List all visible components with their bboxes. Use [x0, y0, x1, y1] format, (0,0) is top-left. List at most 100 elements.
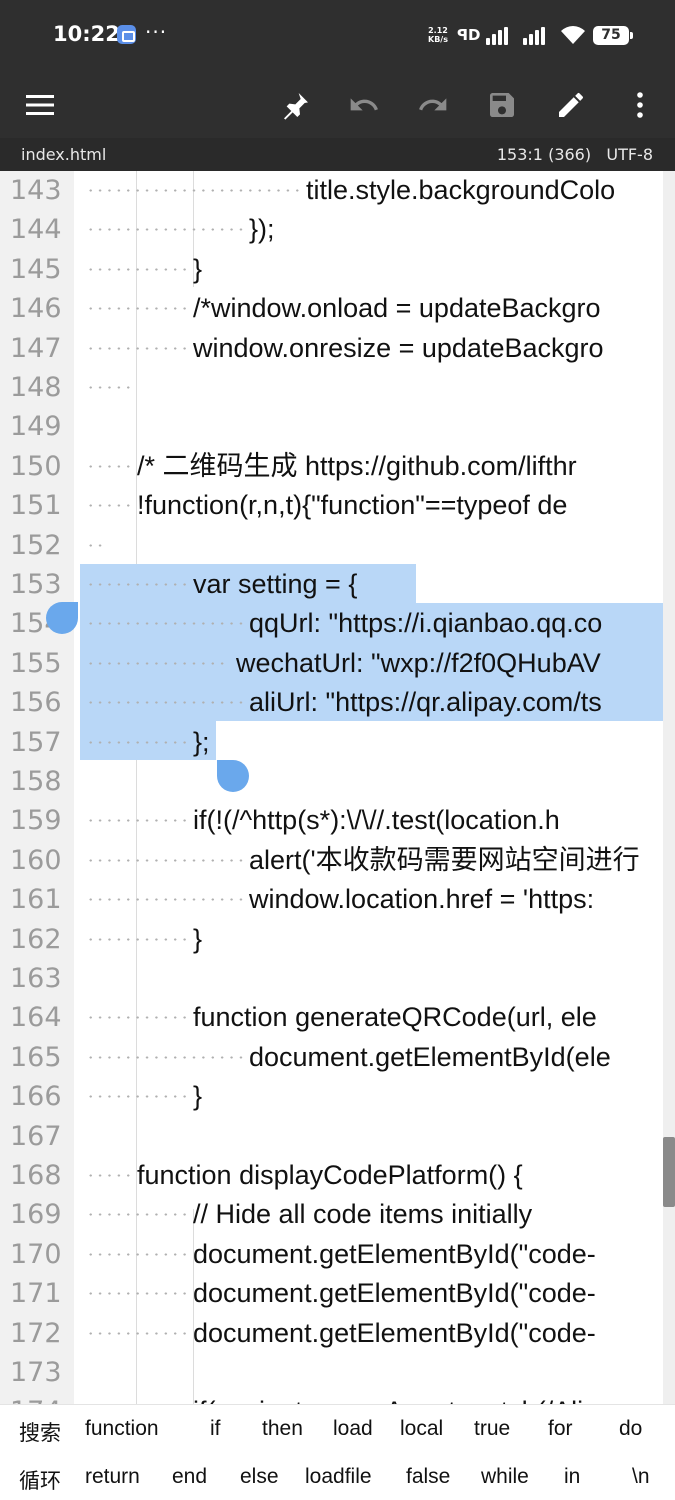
scrollbar-track[interactable] — [663, 171, 675, 1404]
code-text: alert('本收款码需要网站空间进行 — [249, 844, 640, 875]
code-text: var setting = { — [193, 569, 358, 599]
code-text: } — [193, 253, 203, 284]
code-line[interactable]: 174if(navigator.userAgent.match(/Ali — [0, 1392, 675, 1404]
selection-end-handle[interactable] — [217, 760, 249, 792]
app-notification-icon — [117, 25, 136, 44]
whitespace-dots — [86, 583, 187, 586]
whitespace-dots — [86, 504, 131, 508]
scrollbar-thumb[interactable] — [663, 1137, 675, 1207]
code-line[interactable]: 150/* 二维码生成 https://github.com/lifthr — [0, 447, 675, 486]
whitespace-dots — [86, 701, 243, 705]
whitespace-dots — [86, 1174, 131, 1177]
whitespace-dots — [86, 543, 102, 547]
code-text: window.onresize = updateBackgro — [193, 332, 604, 363]
code-line[interactable]: 152 — [0, 526, 675, 565]
line-number: 163 — [10, 963, 62, 994]
selection-start-handle[interactable] — [46, 602, 78, 634]
code-text: } — [193, 923, 203, 954]
keyword-button[interactable]: true — [474, 1417, 511, 1440]
undo-button[interactable] — [340, 81, 388, 129]
code-line[interactable]: 158 — [0, 762, 675, 801]
keyword-button[interactable]: for — [548, 1417, 573, 1440]
keyword-button[interactable]: 搜索 — [19, 1422, 61, 1445]
keyword-button[interactable]: \n — [632, 1465, 650, 1488]
line-number: 167 — [10, 1120, 62, 1152]
code-line[interactable]: 153 var setting = { — [0, 565, 675, 604]
code-line[interactable]: 157}; — [0, 723, 675, 762]
whitespace-dots — [86, 858, 243, 862]
code-line[interactable]: 173 — [0, 1353, 675, 1392]
line-number: 153 — [10, 569, 62, 600]
code-line[interactable]: 144}); — [0, 210, 675, 249]
keyword-button[interactable]: 循环 — [19, 1470, 61, 1493]
code-line[interactable]: 163 — [0, 959, 675, 998]
hd-voice-icon: ꟼD — [457, 26, 481, 44]
keyword-button[interactable]: loadfile — [305, 1465, 372, 1488]
file-info-bar: index.html 153:1 (366) UTF-8 — [0, 138, 675, 171]
line-number: 159 — [10, 805, 62, 837]
edit-button[interactable] — [547, 81, 595, 129]
keyword-button[interactable]: in — [564, 1465, 581, 1488]
code-text: !function(r,n,t){"function"==typeof de — [137, 490, 568, 521]
redo-button[interactable] — [409, 81, 457, 129]
line-number: 164 — [10, 1002, 62, 1034]
more-options-button[interactable] — [616, 81, 664, 129]
save-button[interactable] — [478, 81, 526, 129]
text-selection — [80, 721, 216, 760]
more-icon — [637, 92, 643, 118]
code-line[interactable]: 168 function displayCodePlatform() { — [0, 1156, 675, 1195]
line-number: 168 — [10, 1160, 62, 1191]
code-line[interactable]: 146/*window.onload = updateBackgro — [0, 289, 675, 328]
keyword-button[interactable]: if — [210, 1417, 221, 1440]
code-line[interactable]: 166} — [0, 1077, 675, 1116]
code-line[interactable]: 148 — [0, 368, 675, 407]
code-line[interactable]: 149 — [0, 407, 675, 446]
line-number: 149 — [10, 411, 62, 443]
line-number: 174 — [10, 1392, 62, 1404]
line-number: 170 — [10, 1238, 62, 1270]
pin-button[interactable] — [272, 81, 320, 129]
status-bar: 10:22 ··· 2.12 KB/s ꟼD 75 — [0, 0, 675, 72]
file-name[interactable]: index.html — [21, 145, 107, 164]
keyword-button[interactable]: else — [240, 1465, 279, 1488]
keyword-button[interactable]: return — [85, 1465, 140, 1488]
keyword-button[interactable]: false — [406, 1465, 451, 1488]
pin-icon — [284, 93, 308, 120]
indent-guide — [193, 1209, 194, 1404]
keyword-button[interactable]: do — [619, 1417, 643, 1440]
code-line[interactable]: 162} — [0, 920, 675, 959]
keyword-button[interactable]: load — [333, 1417, 373, 1440]
line-number: 144 — [10, 214, 62, 246]
whitespace-dots — [86, 267, 187, 271]
code-line[interactable]: 145} — [0, 250, 675, 289]
line-number: 165 — [10, 1041, 62, 1073]
code-text: function displayCodePlatform() { — [137, 1160, 523, 1190]
line-number: 146 — [10, 293, 62, 325]
code-line[interactable]: 169// Hide all code items initially — [0, 1195, 675, 1234]
keyword-button[interactable]: local — [400, 1417, 444, 1440]
status-time: 10:22 — [53, 22, 120, 46]
code-text: /* 二维码生成 https://github.com/lifthr — [137, 450, 577, 481]
keyword-button[interactable]: while — [481, 1465, 529, 1488]
keyword-button[interactable]: end — [172, 1465, 208, 1488]
keyword-shortcut-bar: 搜索 function if then load local true for do 循环 retu… — [0, 1404, 675, 1500]
keyword-button[interactable]: function — [85, 1417, 159, 1440]
keyword-button[interactable]: then — [262, 1417, 303, 1440]
menu-button[interactable] — [16, 81, 64, 129]
code-line[interactable]: 151!function(r,n,t){"function"==typeof d… — [0, 486, 675, 525]
code-line[interactable]: 167 — [0, 1117, 675, 1156]
